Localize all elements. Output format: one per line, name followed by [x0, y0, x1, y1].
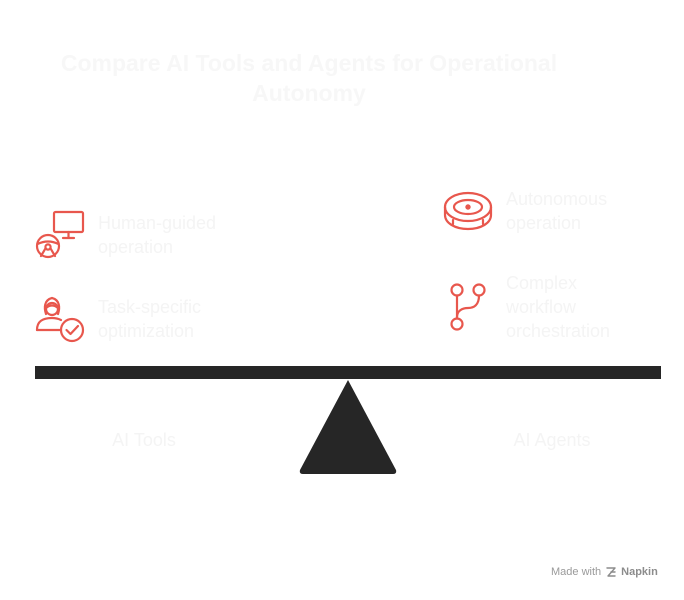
- napkin-brand-text: Napkin: [621, 566, 658, 578]
- napkin-logo-icon: [606, 567, 616, 577]
- diagram-title: Compare AI Tools and Agents for Operatio…: [60, 50, 558, 106]
- robot-vacuum-icon: [443, 191, 493, 231]
- git-branch-icon: [450, 283, 486, 331]
- left-item-label-1: Human-guided operation: [98, 213, 217, 257]
- left-item-label-2: Task-specific optimization: [98, 297, 202, 341]
- right-item-label-2: Complex workflow orchestration: [506, 273, 611, 341]
- user-check-icon: [35, 296, 85, 343]
- seesaw-fulcrum: [299, 380, 397, 474]
- ai-tools-label: AI Tools: [112, 430, 176, 450]
- right-item-label-1: Autonomous operation: [506, 189, 608, 233]
- made-with-text: Made with: [551, 566, 602, 578]
- seesaw-beam: [35, 366, 661, 379]
- steering-wheel-monitor-icon: [35, 210, 85, 259]
- made-with-napkin: Made with Napkin: [551, 565, 658, 579]
- ai-agents-label: AI Agents: [513, 430, 591, 450]
